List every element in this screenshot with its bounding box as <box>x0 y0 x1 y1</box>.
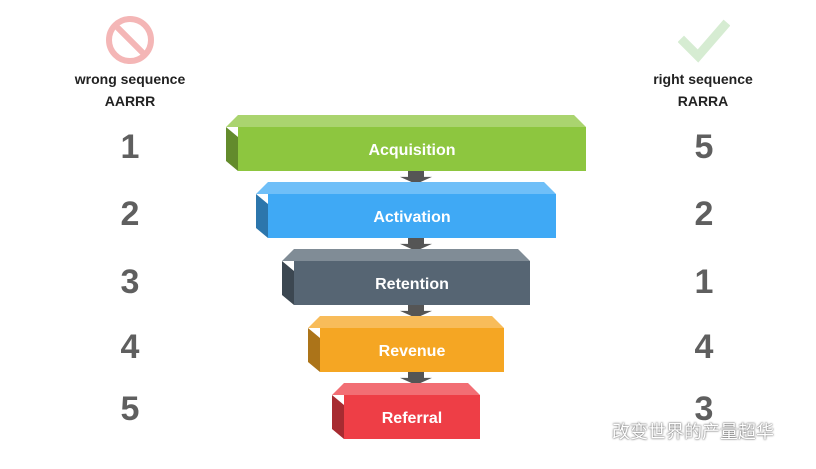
funnel-stage-side-face <box>332 395 344 439</box>
right-order-number: 5 <box>694 128 714 166</box>
right-order-number: 1 <box>694 263 714 301</box>
right-sequence-code: RARRA <box>677 93 729 109</box>
funnel-stage-top-face <box>256 182 556 194</box>
wechat-icon <box>584 420 606 443</box>
down-arrow-icon <box>400 238 432 251</box>
watermark: 改变世界的产量超华 <box>584 418 774 444</box>
wrong-order-number: 5 <box>120 390 140 428</box>
funnel-stage-side-face <box>308 328 320 372</box>
funnel-stage-acquisition: Acquisition <box>226 115 586 171</box>
right-sequence-heading: right sequence RARRA <box>603 68 803 112</box>
down-arrow-icon <box>400 171 432 184</box>
funnel-stage-revenue: Revenue <box>308 316 504 372</box>
funnel-stage-label: Referral <box>382 410 442 427</box>
checkmark-icon <box>677 14 731 71</box>
prohibited-icon <box>104 14 156 71</box>
funnel-stage-front-face <box>344 395 480 439</box>
wrong-order-number: 2 <box>120 195 140 233</box>
funnel-stage-label: Activation <box>373 209 450 226</box>
down-arrow-icon <box>400 305 432 318</box>
right-order-number: 4 <box>694 328 714 366</box>
funnel-stage-retention: Retention <box>282 249 530 305</box>
funnel-stage-side-face <box>256 194 268 238</box>
funnel-stage-label: Revenue <box>379 343 446 360</box>
wrong-sequence-label: wrong sequence <box>74 71 186 87</box>
funnel-stage-label: Retention <box>375 276 449 293</box>
right-order-number: 2 <box>694 195 714 233</box>
funnel-stage-front-face <box>320 328 504 372</box>
funnel-stage-side-face <box>282 261 294 305</box>
funnel-stage-top-face <box>226 115 586 127</box>
funnel-stage-side-face <box>226 127 238 171</box>
funnel-stage-front-face <box>238 127 586 171</box>
funnel-stage-top-face <box>332 383 480 395</box>
funnel-stage-front-face <box>294 261 530 305</box>
funnel-stage-referral: Referral <box>332 383 480 439</box>
right-sequence-label: right sequence <box>653 71 753 87</box>
wrong-order-number: 3 <box>120 263 140 301</box>
wrong-sequence-heading: wrong sequence AARRR <box>30 68 230 112</box>
watermark-text: 改变世界的产量超华 <box>612 422 774 443</box>
funnel-stage-top-face <box>308 316 504 328</box>
down-arrow-icon <box>400 372 432 385</box>
wrong-order-number: 4 <box>120 328 140 366</box>
funnel-stage-activation: Activation <box>256 182 556 238</box>
wrong-order-number: 1 <box>120 128 140 166</box>
funnel-stage-front-face <box>268 194 556 238</box>
right-order-number: 3 <box>694 390 714 428</box>
funnel-stage-label: Acquisition <box>368 142 455 159</box>
funnel-stage-top-face <box>282 249 530 261</box>
wrong-sequence-code: AARRR <box>104 93 156 109</box>
